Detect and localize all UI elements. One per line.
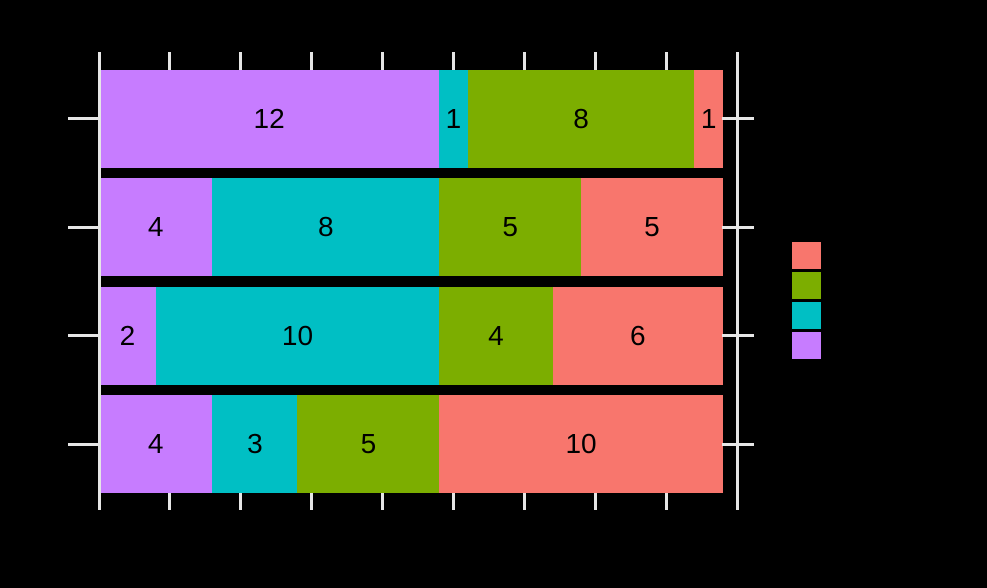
y-axis-tick-left <box>68 117 99 121</box>
bar-segment-green-series: 5 <box>297 395 440 493</box>
bar-segment-salmon-series: 10 <box>439 395 723 493</box>
x-axis-tick-bottom <box>381 493 385 510</box>
x-axis-tick-top <box>168 52 172 70</box>
y-axis-line-right <box>735 52 739 510</box>
x-axis-tick-bottom <box>593 493 597 510</box>
y-axis-tick-left <box>68 442 99 446</box>
bar-segment-salmon-series: 6 <box>552 286 723 385</box>
legend-swatch <box>792 242 821 269</box>
x-axis-tick-bottom <box>522 493 526 510</box>
y-axis-tick-left <box>68 334 99 338</box>
bar-segment-teal-series: 1 <box>439 70 468 168</box>
x-axis-tick-top <box>451 52 455 70</box>
bar-segment-purple-series: 12 <box>99 70 440 168</box>
bar-segment-purple-series: 4 <box>99 178 213 277</box>
bar-segment-teal-series: 10 <box>155 286 440 385</box>
bar-segment-teal-series: 8 <box>212 178 440 277</box>
x-axis-tick-top <box>310 52 314 70</box>
bar-segment-salmon-series: 5 <box>581 178 723 277</box>
legend-swatch <box>792 272 821 299</box>
legend-swatch <box>792 302 821 329</box>
bar-segment-green-series: 5 <box>439 178 582 277</box>
x-axis-tick-bottom <box>310 493 314 510</box>
bar-segment-teal-series: 3 <box>212 395 298 493</box>
x-axis-tick-top <box>239 52 243 70</box>
x-axis-tick-bottom <box>664 493 668 510</box>
bar-segment-green-series: 8 <box>467 70 695 168</box>
y-axis-tick-left <box>68 225 99 229</box>
bar-segment-green-series: 4 <box>439 286 553 385</box>
x-axis-tick-top <box>522 52 526 70</box>
bar-segment-purple-series: 4 <box>99 395 213 493</box>
legend <box>792 242 821 362</box>
bar-segment-purple-series: 2 <box>99 286 156 385</box>
x-axis-tick-top <box>381 52 385 70</box>
bar-segment-salmon-series: 1 <box>694 70 723 168</box>
y-axis-line-left <box>97 52 101 510</box>
x-axis-tick-bottom <box>239 493 243 510</box>
x-axis-tick-bottom <box>168 493 172 510</box>
x-axis-tick-top <box>593 52 597 70</box>
x-axis-tick-bottom <box>451 493 455 510</box>
x-axis-tick-top <box>664 52 668 70</box>
legend-swatch <box>792 332 821 359</box>
